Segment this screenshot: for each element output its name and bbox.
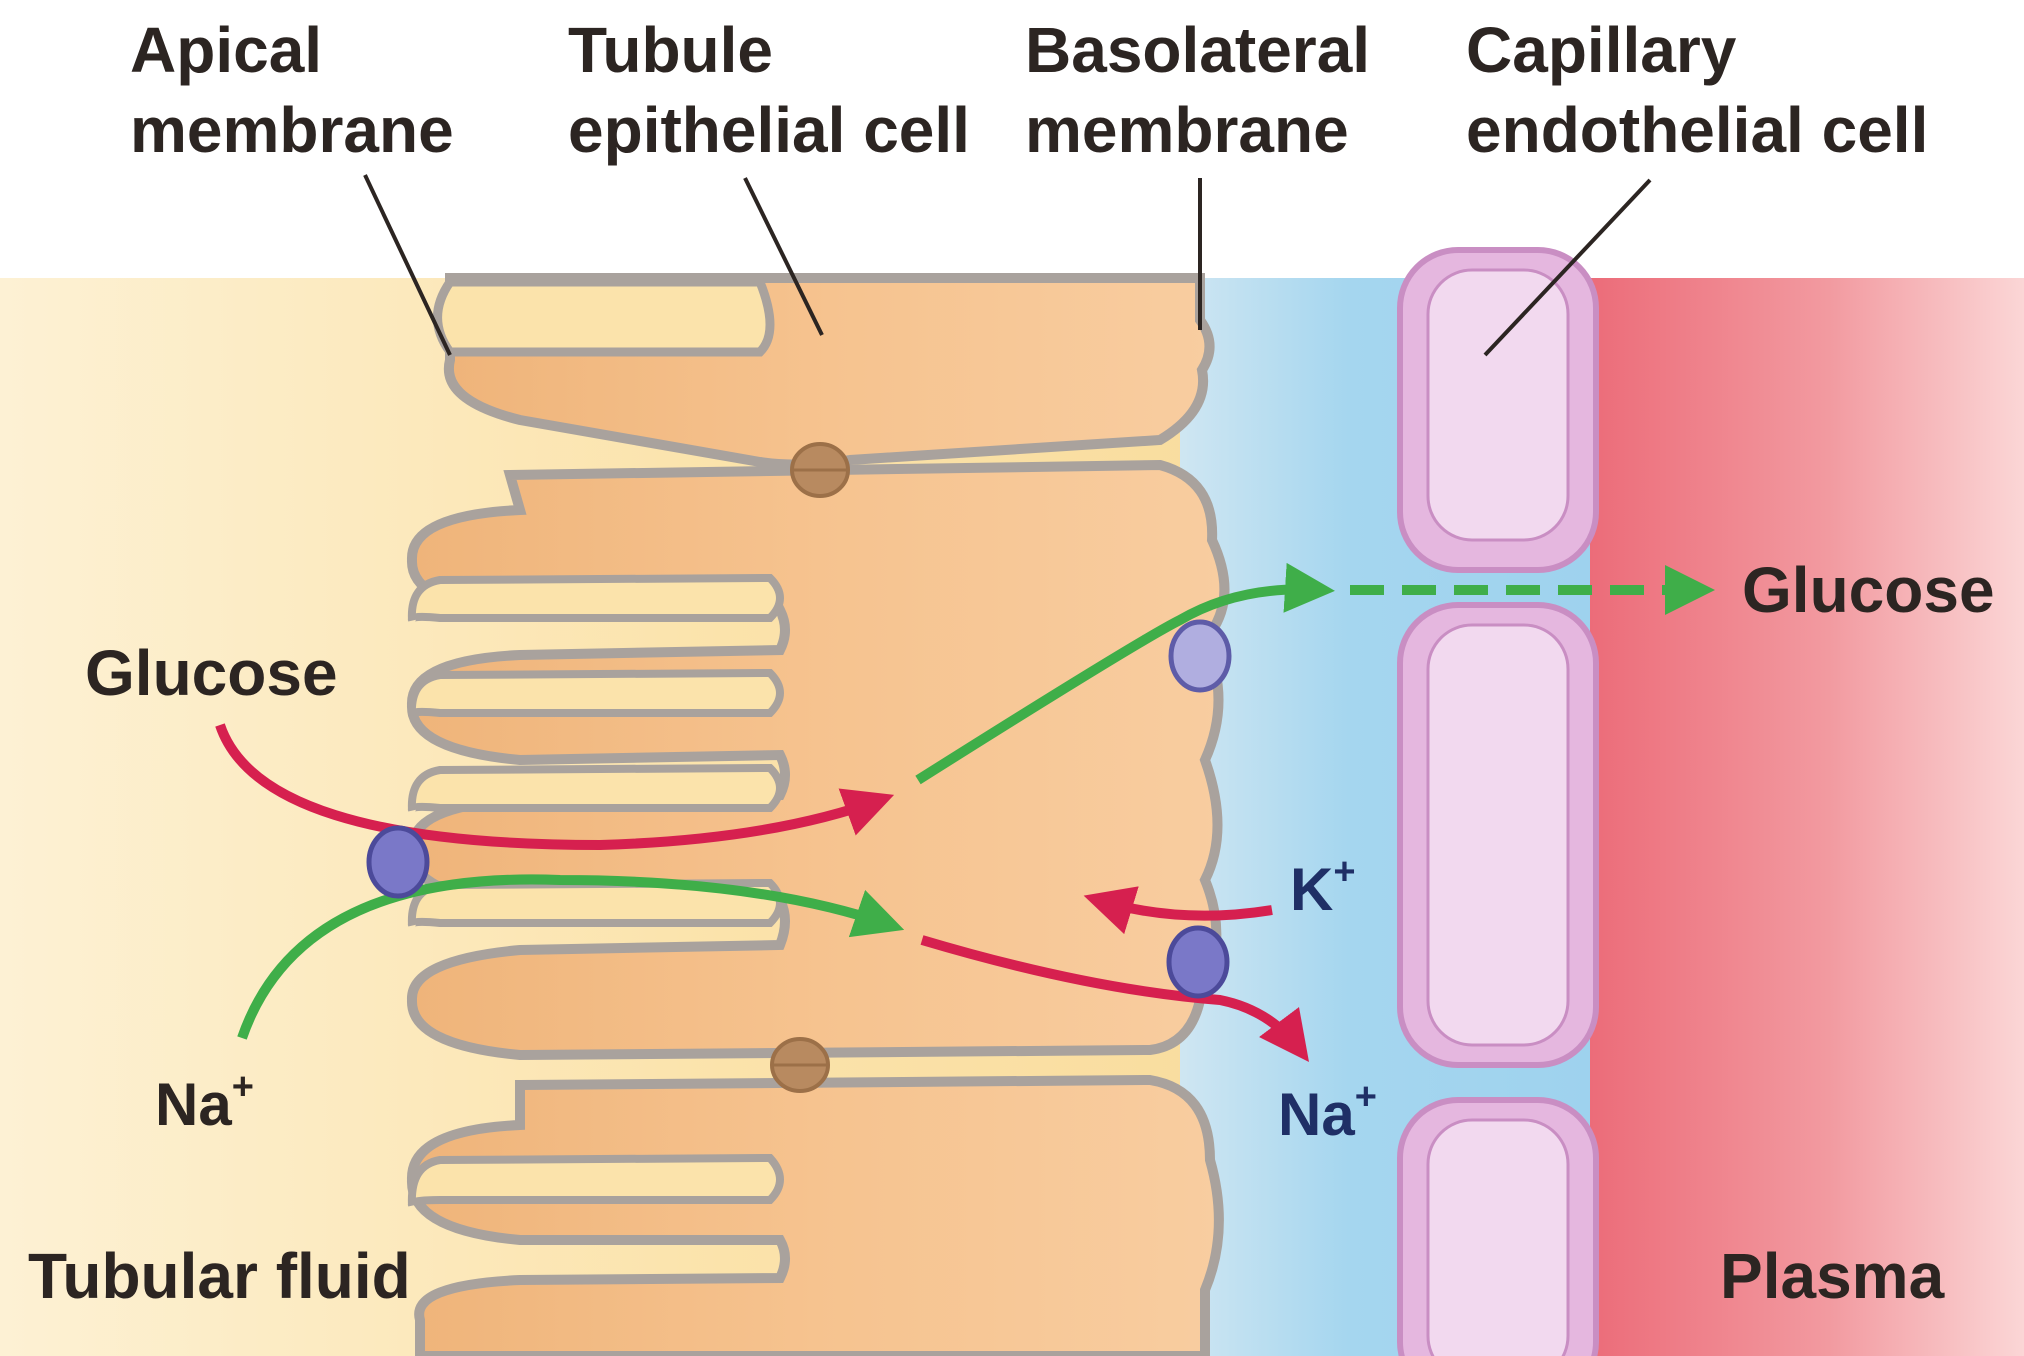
glucose-lumen-label: Glucose <box>85 637 338 709</box>
basolateral-membrane-label-line2: membrane <box>1025 94 1349 166</box>
potassium-charge: + <box>1333 851 1355 893</box>
sodium-lumen-symbol: Na <box>155 1071 232 1138</box>
sglt-cotransporter <box>369 828 427 896</box>
epithelial-cell-middle <box>412 465 1225 1055</box>
capillary-cell-label: Capillary <box>1466 14 1737 86</box>
epithelial-cell-bottom <box>412 1080 1219 1356</box>
sodium-lumen-charge: + <box>232 1066 254 1108</box>
capillary-cell-label-line2: endothelial cell <box>1466 94 1928 166</box>
na-k-atpase-pump <box>1169 928 1227 996</box>
apical-membrane-label: Apical <box>130 14 322 86</box>
basolateral-membrane-label: Basolateral <box>1025 14 1370 86</box>
sodium-interstitium-symbol: Na <box>1278 1081 1355 1148</box>
tubule-cell-label-line2: epithelial cell <box>568 94 970 166</box>
sodium-interstitium-charge: + <box>1355 1076 1377 1118</box>
potassium-symbol: K <box>1290 856 1333 923</box>
plasma-region <box>1590 278 2024 1356</box>
glut-transporter <box>1171 622 1229 690</box>
tubular-fluid-label: Tubular fluid <box>28 1240 411 1312</box>
tubule-cell-label: Tubule <box>568 14 773 86</box>
apical-membrane-label-line2: membrane <box>130 94 454 166</box>
plasma-label: Plasma <box>1720 1240 1945 1312</box>
capillary-endothelium <box>1400 250 1596 1356</box>
glucose-plasma-label: Glucose <box>1742 554 1995 626</box>
